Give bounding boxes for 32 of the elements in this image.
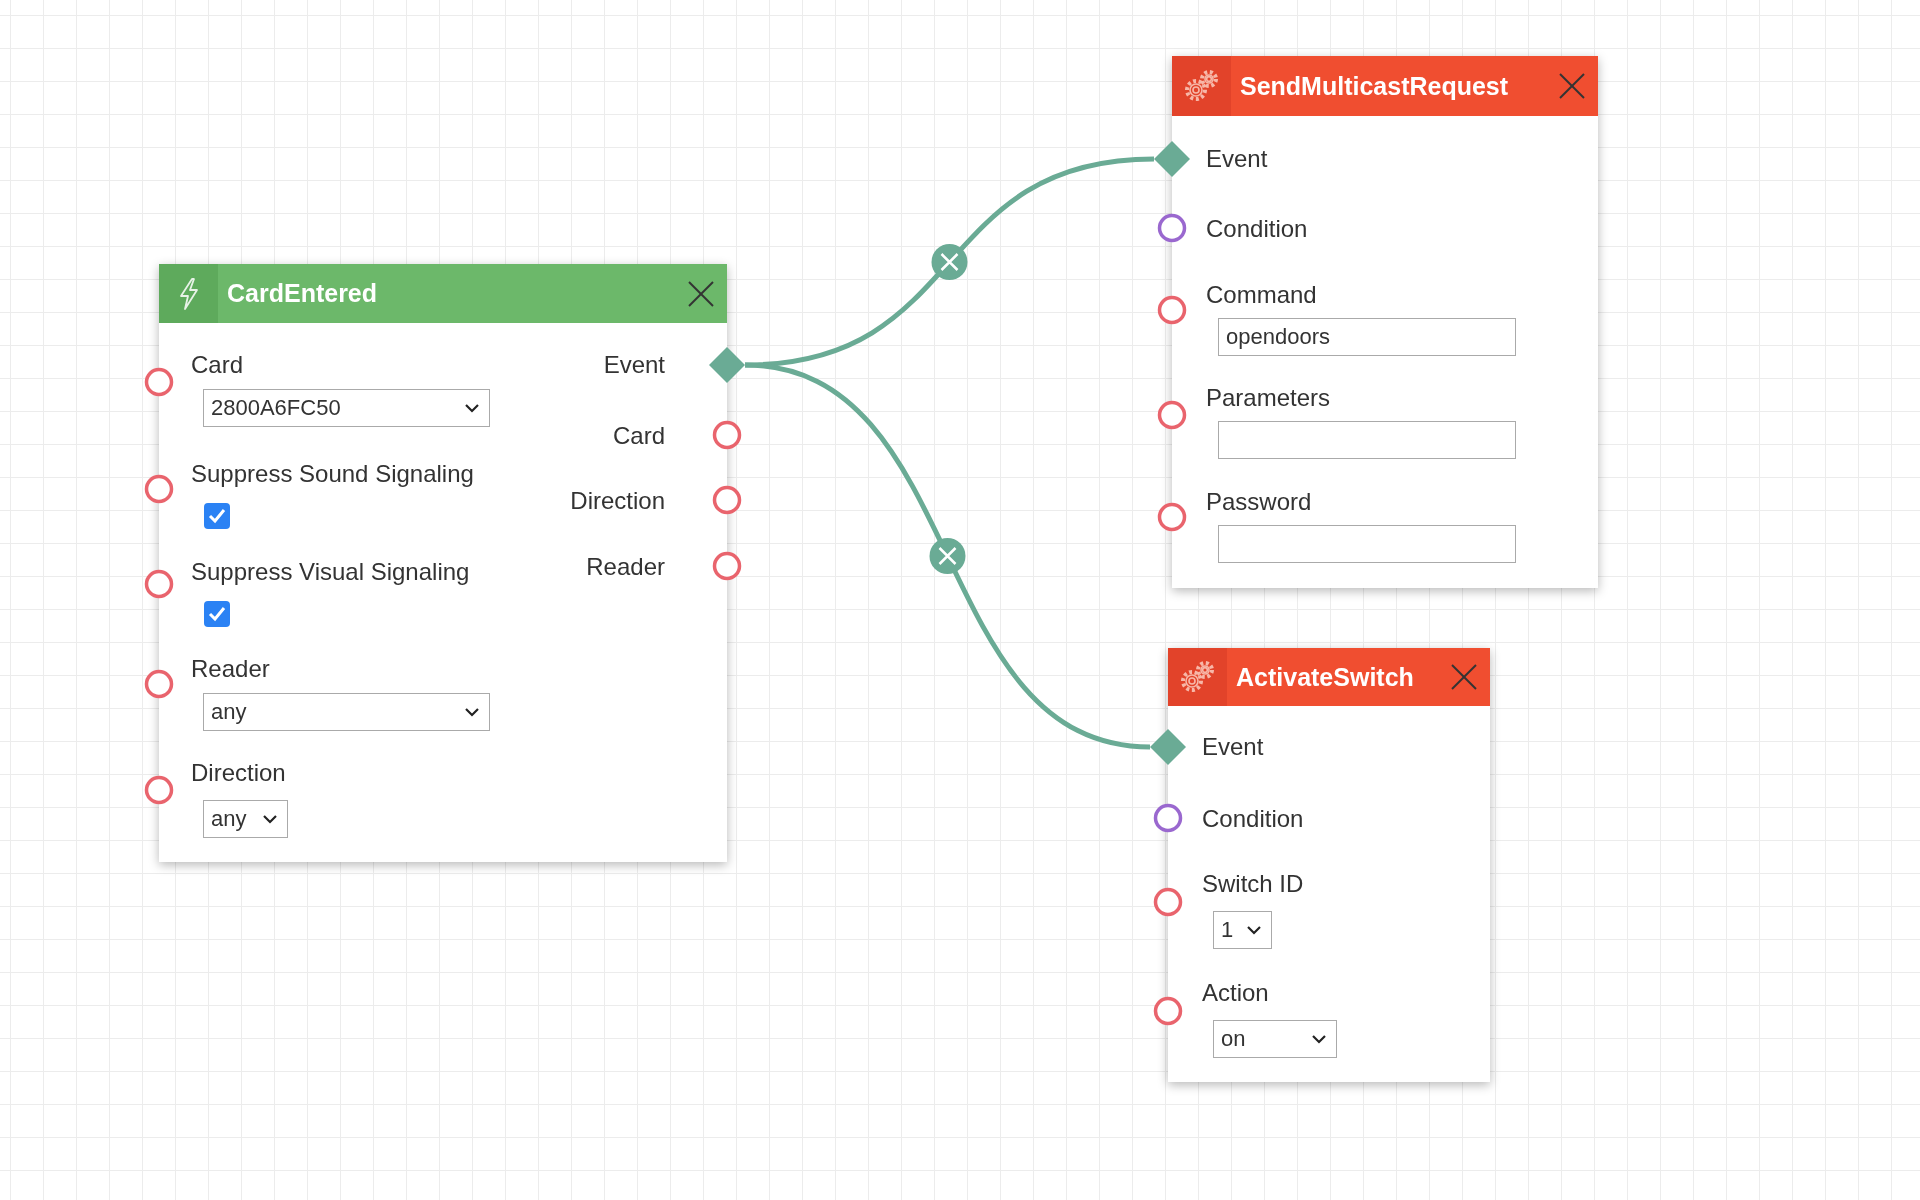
dropdown-select: on xyxy=(1213,1020,1337,1058)
card-title: SendMulticastRequest xyxy=(1240,71,1509,102)
dropdown-select: any xyxy=(203,693,490,731)
output-label: Card xyxy=(612,421,665,451)
field-label: Action xyxy=(1202,978,1269,1008)
connection-curve xyxy=(744,156,1155,368)
dropdown-select: 1 xyxy=(1213,911,1272,949)
output-label: Event xyxy=(603,350,665,380)
dropdown-select: any xyxy=(203,800,288,838)
field-label: Condition xyxy=(1206,214,1308,244)
field-label: Event xyxy=(1206,144,1268,174)
event-port xyxy=(709,347,745,383)
output-label: Reader xyxy=(586,552,665,582)
field-label: Password xyxy=(1206,487,1312,517)
card-title: CardEntered xyxy=(227,278,378,309)
event-port xyxy=(1150,729,1186,765)
output-label: Direction xyxy=(570,486,665,516)
field-label: Card xyxy=(191,350,244,380)
field-label: Condition xyxy=(1202,804,1304,834)
event-port xyxy=(1154,141,1190,177)
field-label: Suppress Sound Signaling xyxy=(191,459,474,489)
field-label: Suppress Visual Signaling xyxy=(191,557,470,587)
field-label: Switch ID xyxy=(1202,869,1304,899)
connection-curve xyxy=(744,362,1151,750)
field-label: Direction xyxy=(191,758,286,788)
field-label: Command xyxy=(1206,280,1317,310)
card-title: ActivateSwitch xyxy=(1236,662,1414,693)
field-label: Reader xyxy=(191,654,270,684)
input-field: opendoors xyxy=(1218,318,1516,356)
dropdown-select: 2800A6FC50 xyxy=(203,389,490,427)
field-label: Parameters xyxy=(1206,383,1331,413)
field-label: Event xyxy=(1202,732,1264,762)
